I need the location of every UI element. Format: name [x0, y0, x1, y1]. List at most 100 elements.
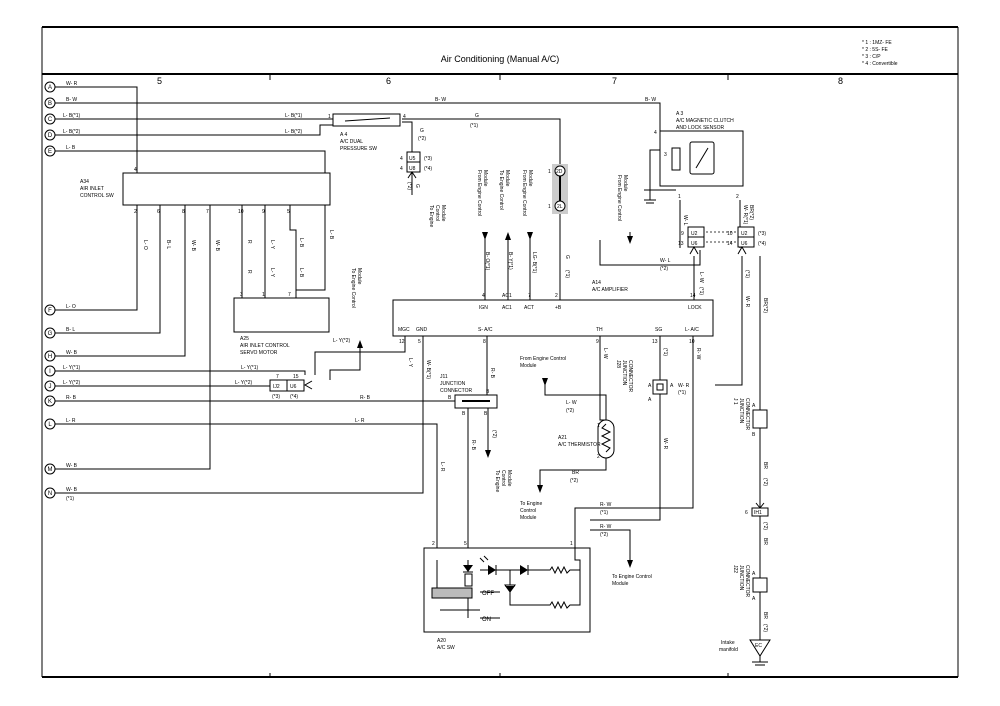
circle-label: I	[49, 369, 51, 375]
wire-label: L- B(*1)	[285, 113, 303, 119]
wire-label: L- O	[66, 304, 76, 310]
ecm-label: Control	[434, 205, 440, 221]
a14-id: A14	[592, 280, 601, 286]
j11-id: J11	[440, 374, 448, 380]
j1-id: J 1	[732, 398, 738, 405]
pin: 8	[182, 209, 185, 215]
pin: B	[484, 411, 488, 417]
pin: 12	[399, 339, 405, 345]
pin: 1	[570, 541, 573, 547]
pin: 3	[664, 152, 667, 158]
a3-name: AND LOCK SENSOR	[676, 125, 724, 131]
wire-label: L- W	[566, 400, 577, 406]
pin: 10	[689, 339, 695, 345]
ecm-label: Module	[356, 268, 362, 285]
wire-label: (*2)	[762, 522, 768, 530]
wire-label: W- R	[678, 383, 690, 389]
wire-label: W- B	[190, 240, 196, 252]
pin: 4	[403, 114, 406, 120]
wire-label: (*2)	[418, 136, 426, 142]
ecm-label: Control	[520, 508, 536, 514]
wire-label: W- R	[662, 438, 668, 450]
a25-id: A25	[240, 336, 249, 342]
ecm-label: Module	[520, 363, 537, 369]
circle-label: E	[48, 149, 52, 155]
wire-label: L- B	[328, 230, 334, 240]
wire-label: L- R	[66, 418, 76, 424]
pin: 7	[288, 292, 291, 298]
wire-label: R- B	[470, 440, 476, 451]
ground-caption: Intake	[721, 640, 735, 646]
pin: 8	[483, 339, 486, 345]
wire-label: W- L	[660, 258, 671, 264]
wire-label: L- Y(*2)	[235, 380, 252, 386]
a4-name: PRESSURE SW	[340, 146, 377, 152]
a21-name: A/C THERMISTOR	[558, 442, 601, 448]
j28-name: CONNECTOR	[627, 360, 633, 393]
note-3: * 3 : C/P	[862, 54, 881, 60]
ecm-label: Module	[482, 170, 488, 187]
svg-text:2D: 2D	[556, 169, 563, 175]
svg-text:2L: 2L	[557, 204, 563, 210]
ecm-label: From Engine Control	[520, 356, 566, 362]
pin-name: AC1	[502, 305, 512, 311]
ecm-label: From Engine Control	[521, 170, 527, 216]
pin: A	[752, 596, 756, 602]
pin: 1	[597, 423, 600, 429]
connector-label: U2	[741, 231, 748, 237]
ecm-label: Module	[440, 205, 446, 222]
pin: 6	[745, 510, 748, 516]
circle-label: H	[48, 354, 52, 360]
wire-label: R- W	[600, 502, 612, 508]
circle-label: F	[48, 308, 52, 314]
note-2: * 2 : 5S- FE	[862, 47, 889, 53]
pin: 5	[418, 339, 421, 345]
svg-text:1: 1	[548, 169, 551, 175]
column-number: 5	[157, 76, 162, 86]
j1-name: CONNECTOR	[744, 398, 750, 431]
pin: 7	[206, 209, 209, 215]
wire-label: W- B	[66, 463, 78, 469]
wire-label: BR	[762, 462, 768, 469]
j1-name: JUNCTION	[738, 398, 744, 424]
pin: 14	[727, 241, 733, 247]
ecm-label: To Engine	[428, 205, 434, 227]
connector-label: U5	[409, 156, 416, 162]
j1-connector	[752, 409, 768, 429]
ecm-label: To Engine	[494, 470, 500, 492]
wire-label: L- Y(*2)	[333, 338, 350, 344]
wire-label: G	[475, 113, 479, 119]
pin: 13	[652, 339, 658, 345]
wire-label: BR(*2)	[762, 298, 768, 313]
a34-name: CONTROL SW	[80, 193, 114, 199]
circle-label: M	[48, 467, 53, 473]
circle-label: B	[48, 101, 52, 107]
ecm-label: To Engine Control	[498, 170, 504, 210]
wire-label: R- W	[600, 524, 612, 530]
wire-label: BR(*2)	[748, 205, 754, 220]
u6-connector	[687, 236, 705, 248]
pin-name: +B	[555, 305, 562, 311]
ecm-label: To Engine	[520, 501, 542, 507]
wire-label: R- B	[66, 395, 77, 401]
a20-name: A/C SW	[437, 645, 455, 651]
wire-label: R	[246, 240, 252, 244]
pin: 4	[482, 293, 485, 299]
svg-text:1: 1	[548, 204, 551, 210]
pin: A	[752, 403, 756, 409]
wire-label: R- W	[695, 348, 701, 360]
wire-label: L- Y(*1)	[63, 365, 80, 371]
ecm-label: From Engine Control	[616, 175, 622, 221]
a21-id: A21	[558, 435, 567, 441]
pin: B	[448, 395, 452, 401]
wire-label: G	[420, 128, 424, 134]
a20-id: A20	[437, 638, 446, 644]
a4-name: A/C DUAL	[340, 139, 363, 145]
a14-box	[392, 299, 714, 337]
wire-label: L- B	[298, 238, 304, 248]
ecm-label: Module	[527, 170, 533, 187]
wire-label: W- R	[744, 296, 750, 308]
switch-off-label: OFF	[482, 591, 494, 597]
pin: 14	[690, 293, 696, 299]
